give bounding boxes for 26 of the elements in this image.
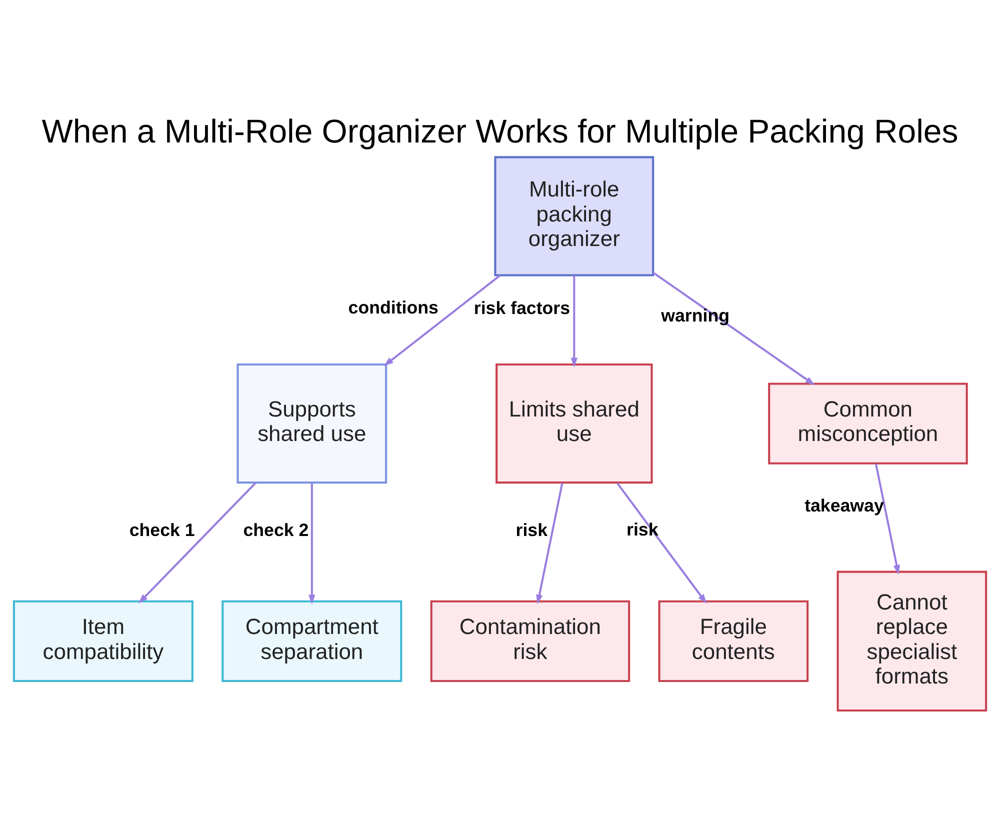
node-box: Item compatibility [12, 600, 194, 682]
node-box: Cannot replace specialist formats [836, 570, 988, 712]
edge-label: risk factors [474, 297, 570, 318]
edge-label: warning [661, 305, 730, 326]
arrow [536, 482, 564, 604]
diagram-title: When a Multi-Role Organizer Works for Multiple Packing Roles [42, 112, 958, 149]
node-box: Contamination risk [430, 600, 630, 682]
arrow [570, 275, 578, 367]
edge-label: conditions [348, 297, 438, 318]
edge-label: check 1 [129, 519, 195, 540]
edge-label: risk [516, 520, 548, 540]
node-box: Fragile contents [658, 600, 809, 682]
node-box: Multi-role packing organizer [494, 156, 654, 276]
arrow [138, 482, 256, 603]
node-box: Limits shared use [496, 362, 653, 484]
node-box: Supports shared use [236, 362, 388, 484]
arrow [874, 463, 900, 574]
arrow [384, 274, 501, 366]
edge-label: takeaway [804, 494, 884, 515]
arrow [308, 482, 316, 604]
arrow [616, 482, 707, 604]
node-box: Common misconception [768, 382, 968, 464]
node-box: Compartment separation [222, 600, 402, 682]
arrow [652, 271, 816, 385]
edge-label: risk [626, 519, 658, 540]
edge-label: check 2 [243, 520, 309, 540]
